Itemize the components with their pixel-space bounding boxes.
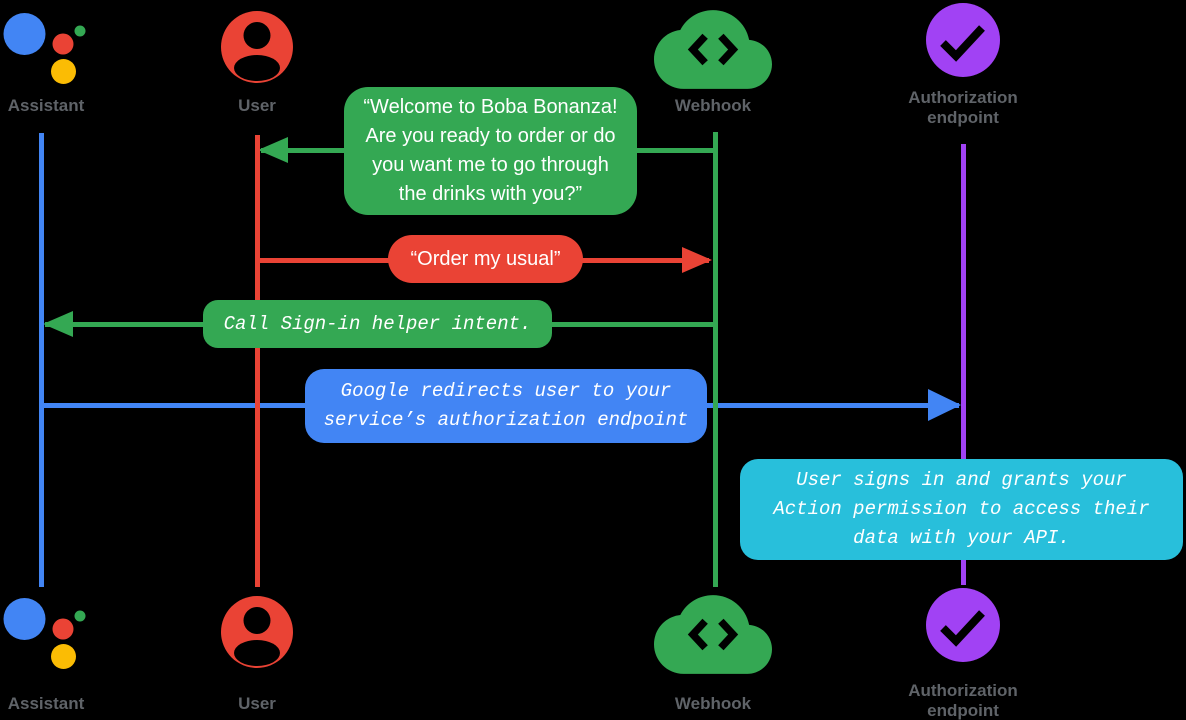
user-lifeline — [255, 135, 260, 587]
grant-line-2: Action permission to access their — [773, 498, 1150, 520]
actor-label-assistant: Assistant — [7, 96, 85, 115]
redirect-line-2: service’s authorization endpoint — [323, 409, 689, 431]
signin-arrowhead-left-icon — [43, 311, 73, 337]
redirect-arrowhead-right-icon — [928, 389, 961, 421]
assistant-lifeline — [39, 133, 44, 587]
google-assistant-icon — [3, 13, 86, 84]
grant-line-3: data with your API. — [853, 527, 1070, 549]
auth-lifeline — [961, 144, 966, 585]
actor-label-user: User — [238, 96, 276, 115]
actor-label-auth-endpoint: Authorization endpoint — [908, 88, 1018, 127]
redirect-line-1: Google redirects user to your — [340, 380, 672, 402]
welcome-line-1: “Welcome to Boba Bonanza! — [363, 96, 618, 118]
user-icon — [221, 11, 293, 83]
check-circle-icon — [926, 3, 1000, 77]
order-bubble: “Order my usual” — [388, 235, 583, 283]
google-assistant-icon — [3, 598, 86, 669]
redirect-bubble: Google redirects user to your service’s … — [305, 369, 707, 443]
order-arrowhead-right-icon — [682, 247, 712, 273]
actor-label-webhook: Webhook — [674, 96, 752, 115]
welcome-bubble: “Welcome to Boba Bonanza! Are you ready … — [344, 87, 637, 215]
welcome-line-3: you want me to go through — [372, 154, 609, 176]
user-icon — [221, 596, 293, 668]
welcome-line-4: the drinks with you?” — [398, 183, 583, 205]
signin-bubble: Call Sign-in helper intent. — [203, 300, 552, 348]
actor-label-user: User — [238, 694, 276, 713]
cloud-code-icon — [654, 10, 772, 89]
signin-line-1: Call Sign-in helper intent. — [223, 312, 532, 335]
actor-label-assistant: Assistant — [7, 694, 85, 713]
cloud-code-icon — [654, 595, 772, 674]
grant-line-1: User signs in and grants your — [796, 469, 1127, 491]
welcome-line-2: Are you ready to order or do — [365, 125, 616, 147]
check-circle-icon — [926, 588, 1000, 662]
actor-label-webhook: Webhook — [674, 694, 752, 713]
grant-note-bubble: User signs in and grants your Action per… — [740, 459, 1183, 560]
webhook-lifeline — [713, 132, 718, 587]
actor-label-auth-endpoint: Authorization endpoint — [908, 681, 1018, 720]
welcome-arrowhead-left-icon — [258, 137, 288, 163]
order-line-1: “Order my usual” — [410, 247, 561, 270]
